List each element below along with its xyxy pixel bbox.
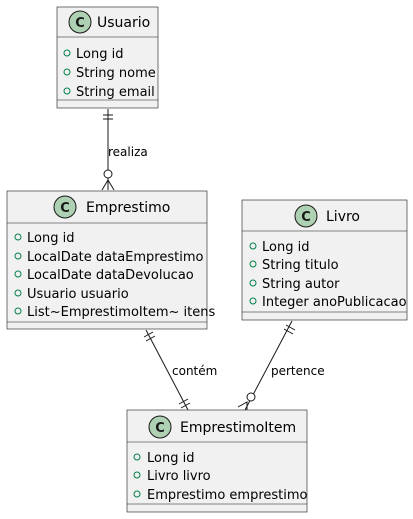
- relation-livro-emprestimoitem: pertence: [237, 320, 325, 411]
- one-marker: [143, 331, 154, 338]
- attribute: List~EmprestimoItem~ itens: [27, 305, 215, 320]
- class-stereotype-icon: [294, 204, 318, 228]
- attribute-marker: [249, 297, 257, 305]
- attribute: LocalDate dataDevolucao: [27, 268, 194, 283]
- attribute: Integer anoPublicacao: [262, 295, 407, 310]
- relation-usuario-emprestimo: realiza: [101, 109, 148, 191]
- attribute: String autor: [262, 277, 340, 292]
- class-name: EmprestimoItem: [180, 420, 296, 436]
- attribute-marker: [249, 260, 257, 268]
- one-marker: [285, 324, 296, 331]
- attribute: Usuario usuario: [27, 287, 129, 302]
- zero-marker: [103, 169, 113, 179]
- attribute: String email: [76, 85, 155, 100]
- one-marker: [180, 402, 191, 409]
- attribute: Emprestimo emprestimo: [147, 488, 308, 503]
- class-stereotype-letter: C: [60, 201, 70, 216]
- class-emprestimo: C Emprestimo Long id LocalDate dataEmpre…: [6, 190, 215, 330]
- attribute-marker: [133, 490, 141, 498]
- zero-marker: [246, 392, 256, 402]
- class-name: Livro: [326, 209, 360, 225]
- relation-label: pertence: [271, 364, 325, 378]
- attribute-marker: [14, 252, 22, 260]
- class-stereotype-letter: C: [301, 210, 311, 225]
- attribute-marker: [63, 87, 71, 95]
- class-stereotype-icon: [68, 10, 92, 34]
- attribute: Long id: [147, 451, 194, 466]
- attribute-marker: [14, 270, 22, 278]
- attribute: Livro livro: [147, 469, 211, 484]
- many-marker: [237, 401, 248, 410]
- class-stereotype-icon: [53, 195, 77, 219]
- class-stereotype-icon: [148, 415, 172, 439]
- attribute: String nome: [76, 66, 156, 81]
- attribute-marker: [133, 471, 141, 479]
- class-name: Emprestimo: [86, 200, 170, 216]
- class-stereotype-letter: C: [155, 421, 165, 436]
- attribute-marker: [14, 307, 22, 315]
- attribute: Long id: [27, 231, 74, 246]
- attribute-marker: [249, 242, 257, 250]
- attribute-marker: [63, 49, 71, 57]
- attribute: Long id: [262, 240, 309, 255]
- one-marker: [178, 398, 189, 405]
- attribute-marker: [63, 68, 71, 76]
- relation-emprestimo-emprestimoitem: contém: [143, 329, 217, 411]
- attribute-marker: [133, 453, 141, 461]
- class-livro: C Livro Long id String titulo String aut…: [241, 199, 408, 321]
- attribute: String titulo: [262, 258, 339, 273]
- class-stereotype-letter: C: [75, 16, 85, 31]
- class-name: Usuario: [97, 15, 150, 31]
- attribute-marker: [14, 289, 22, 297]
- class-usuario: C Usuario Long id String nome String ema…: [56, 6, 159, 109]
- attribute: Long id: [76, 47, 123, 62]
- many-marker: [101, 179, 115, 191]
- one-marker: [283, 328, 294, 335]
- attribute-marker: [14, 233, 22, 241]
- relation-label: realiza: [108, 145, 148, 159]
- one-marker: [145, 335, 156, 342]
- attribute-marker: [249, 279, 257, 287]
- relation-label: contém: [172, 364, 217, 378]
- attribute: LocalDate dataEmprestimo: [27, 250, 204, 265]
- class-emprestimoitem: C EmprestimoItem Long id Livro livro Emp…: [126, 409, 308, 513]
